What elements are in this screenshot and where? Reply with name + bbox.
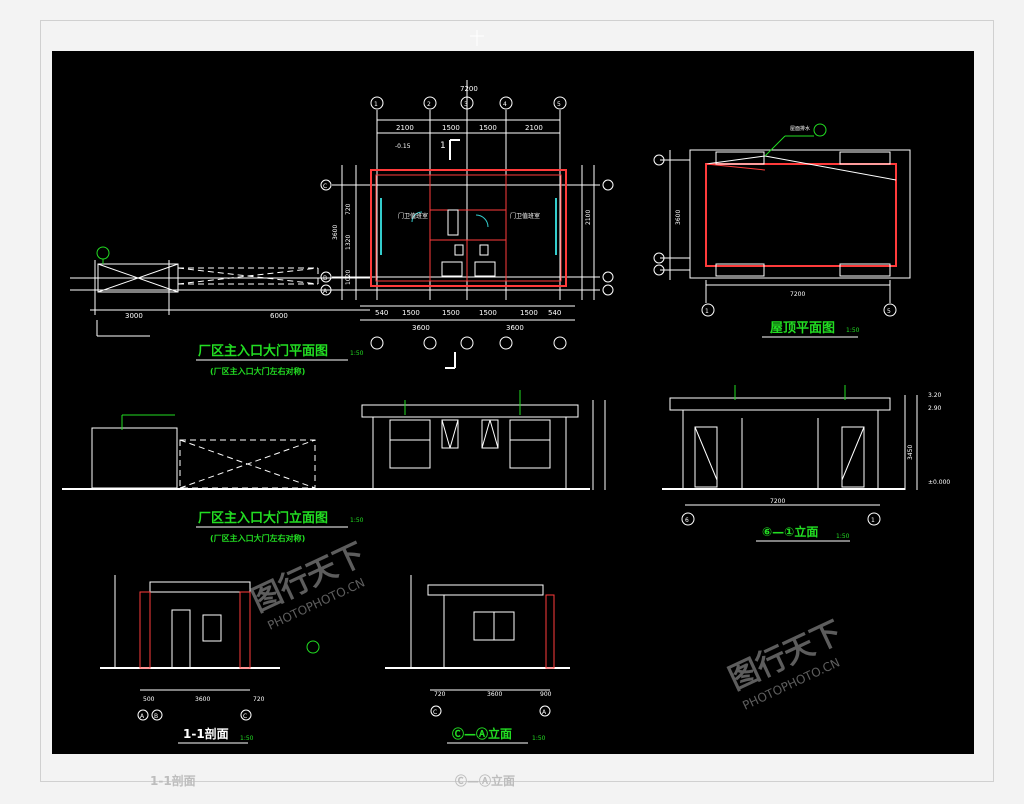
plan-total-dim: 7200 [460, 85, 478, 93]
axis-label: A [140, 713, 145, 720]
cad-canvas[interactable] [52, 51, 974, 754]
roof-title: 屋顶平面图 [770, 321, 835, 336]
elev61-height: 3450 [907, 445, 914, 460]
gate-elevation [62, 390, 606, 490]
axis-label: 5 [557, 101, 561, 108]
plan-dim: 540 [548, 309, 561, 317]
plan-scale: 1:50 [350, 350, 364, 357]
plan-note: (厂区主入口大门左右对称) [210, 366, 305, 376]
plan-dim: 1500 [442, 309, 460, 317]
elev61-title: ⑥—①立面 [762, 524, 818, 539]
axis-label: 1 [705, 308, 709, 315]
level-mark: ±0.000 [928, 479, 950, 486]
gate-dim: 3000 [125, 312, 143, 320]
roof-side: 3600 [675, 210, 682, 225]
elevca-dim: 3600 [487, 691, 502, 698]
section-dim: 720 [253, 696, 265, 703]
axis-label: 1 [871, 517, 875, 524]
north-marker [470, 30, 484, 46]
plan-dim-left: 1320 [345, 235, 352, 250]
elevca-dim: 720 [434, 691, 446, 698]
room-label: 门卫值班室 [510, 212, 540, 220]
axis-label: C [243, 713, 247, 720]
watermark: 图行天下 PHOTOPHOTO.CN 图行天下 PHOTOPHOTO.CN [247, 537, 848, 713]
axis-label: C [323, 183, 327, 190]
plan-axis-top [370, 80, 567, 300]
plan-view [70, 80, 614, 369]
roof-scale: 1:50 [846, 327, 860, 334]
elev-title: 厂区主入口大门立面图 [198, 510, 328, 526]
room-label: 门卫值班室 [398, 212, 428, 220]
plan-dim-left: 3600 [332, 225, 339, 240]
ghost-section-title: 1-1剖面 [150, 774, 196, 788]
plan-dim: 2100 [525, 124, 543, 132]
section-title: 1-1剖面 [183, 726, 229, 741]
section-1-1 [100, 575, 320, 721]
roof-total: 7200 [790, 291, 805, 298]
roof-note: 屋面排水 [790, 125, 810, 132]
elevca-scale: 1:50 [532, 735, 546, 742]
axis-label: A [323, 288, 328, 295]
axis-label: 2 [427, 101, 431, 108]
cut-mark: 1 [440, 141, 446, 151]
ghost-elevca-title: Ⓒ—Ⓐ立面 [455, 774, 516, 788]
axis-label: 5 [887, 308, 891, 315]
plan-dim: 1500 [520, 309, 538, 317]
elevca-title: Ⓒ—Ⓐ立面 [452, 726, 512, 741]
plan-title: 厂区主入口大门平面图 [198, 343, 328, 359]
plan-dim-left: 720 [345, 203, 352, 215]
axis-label: B [323, 275, 327, 282]
section-dim: 500 [143, 696, 155, 703]
plan-dim: 1500 [479, 309, 497, 317]
axis-label: 3 [464, 101, 468, 108]
elevca-dim: 900 [540, 691, 552, 698]
section-scale: 1:50 [240, 735, 254, 742]
elev-scale: 1:50 [350, 517, 364, 524]
axis-label: C [433, 709, 437, 716]
plan-dim-left: 2100 [585, 210, 592, 225]
axis-label: 4 [503, 101, 507, 108]
elevation-6-1 [662, 385, 918, 526]
plan-dim: 1500 [442, 124, 460, 132]
plan-dim: 2100 [396, 124, 414, 132]
plan-dim: 1500 [479, 124, 497, 132]
axis-label: 6 [685, 517, 689, 524]
axis-label: B [154, 713, 158, 720]
plan-dim: 3600 [412, 324, 430, 332]
elev61-total: 7200 [770, 498, 785, 505]
elev61-scale: 1:50 [836, 533, 850, 540]
drawing-border [40, 20, 994, 782]
gate-dim: 6000 [270, 312, 288, 320]
axis-label: A [542, 709, 547, 716]
section-dim: 3600 [195, 696, 210, 703]
axis-label: 1 [374, 101, 378, 108]
level-mark: 2.90 [928, 405, 942, 412]
elevation-C-A [385, 575, 570, 717]
level-mark: -0.15 [395, 143, 411, 150]
plan-dim: 1500 [402, 309, 420, 317]
level-mark: 3.20 [928, 392, 942, 399]
plan-dim: 540 [375, 309, 388, 317]
plan-dim: 3600 [506, 324, 524, 332]
elev-note: (厂区主入口大门左右对称) [210, 533, 305, 543]
plan-dim-left: 1020 [345, 270, 352, 285]
roof-plan [653, 123, 911, 317]
